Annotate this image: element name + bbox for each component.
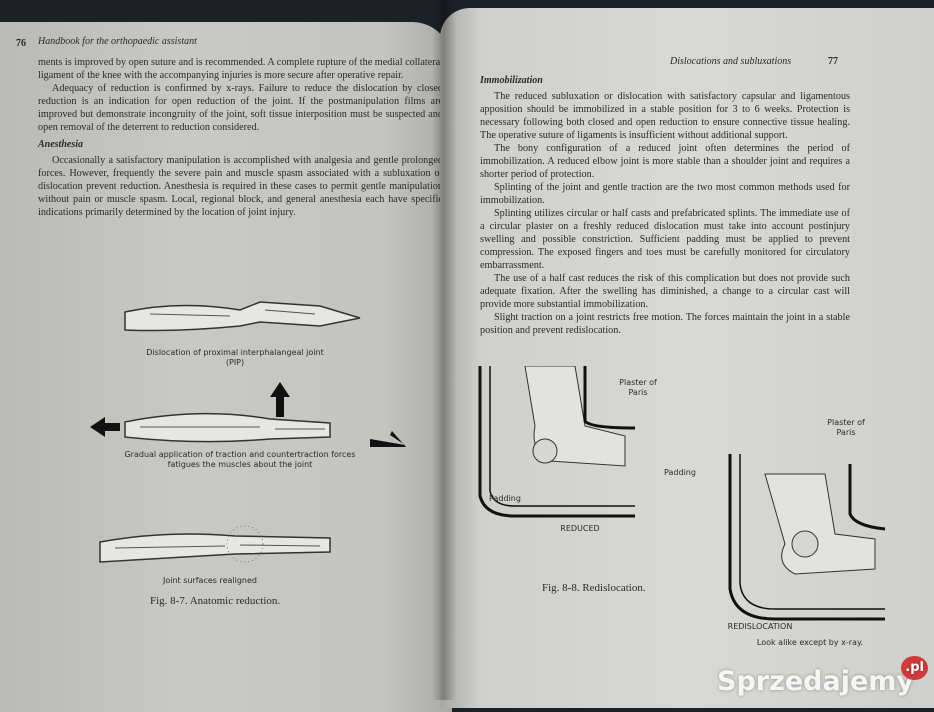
right-page: Dislocations and subluxations 77 Immobil… (440, 8, 934, 708)
paragraph: Slight traction on a joint restricts fre… (480, 312, 850, 336)
section-heading-anesthesia: Anesthesia (38, 139, 84, 150)
paragraph: ments is improved by open suture and is … (38, 57, 443, 81)
label-padding-reduced: Padding (489, 494, 521, 503)
book-gutter (432, 0, 456, 700)
watermark-text: Sprzedajemy (717, 666, 914, 697)
label-reduced: REDUCED (560, 524, 600, 533)
paragraph: Splinting of the joint and gentle tracti… (480, 182, 850, 206)
caption-realigned: Joint surfaces realigned (162, 576, 258, 585)
paragraph: The use of a half cast reduces the risk … (480, 273, 850, 310)
section-heading-immobilization: Immobilization (480, 75, 543, 86)
running-head-right: Dislocations and subluxations (670, 56, 792, 67)
paragraph: The reduced subluxation or dislocation w… (480, 91, 850, 141)
label-plaster-redislocation: Plaster of Paris (827, 418, 865, 437)
left-arrow-icon (90, 417, 120, 437)
paragraph: Splinting utilizes circular or half cast… (480, 208, 850, 271)
redislocation-elbow-drawing (728, 454, 886, 621)
label-plaster-reduced: Plaster of Paris (619, 378, 657, 397)
page-number-right: 77 (828, 56, 838, 67)
up-arrow-icon (270, 382, 290, 417)
realigned-finger-drawing (99, 525, 331, 563)
left-text-column: ments is improved by open suture and is … (38, 56, 443, 219)
figure-title-8-8: Fig. 8-8. Redislocation. (542, 582, 646, 594)
label-padding-redislocation: Padding (664, 468, 696, 477)
finger-dislocation-drawing (124, 301, 361, 332)
paragraph: Adequacy of reduction is confirmed by x-… (38, 83, 443, 133)
watermark-badge: .pl (901, 656, 928, 680)
paragraph: Occasionally a satisfactory manipulation… (38, 155, 443, 218)
reduced-elbow-drawing (478, 366, 636, 518)
figure-title-8-7: Fig. 8-7. Anatomic reduction. (150, 595, 281, 607)
traction-drawing (90, 382, 406, 447)
running-head-left: Handbook for the orthopaedic assistant (38, 36, 197, 47)
label-redislocation: REDISLOCATION (727, 622, 793, 631)
right-arrow-icon (370, 431, 406, 447)
left-page: Handbook for the orthopaedic assistant 7… (0, 22, 452, 712)
paragraph: The bony configuration of a reduced join… (480, 143, 850, 180)
caption-traction: Gradual application of traction and coun… (124, 450, 356, 469)
label-look-alike: Look alike except by x-ray. (756, 638, 864, 647)
caption-dislocation: Dislocation of proximal interphalangeal … (146, 348, 324, 367)
page-number-left: 76 (16, 38, 26, 49)
right-text-column: Immobilization The reduced subluxation o… (480, 70, 850, 337)
